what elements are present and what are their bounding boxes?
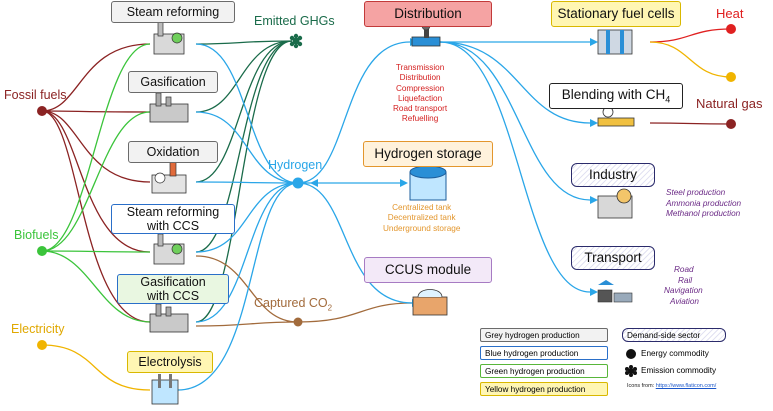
- electricity-links: [41, 344, 151, 391]
- hydrogen-production-links: [177, 43, 299, 391]
- steam-reforming-ccs-line2: with CCS: [146, 219, 200, 233]
- gasification-ccs-box: Gasification with CCS: [117, 274, 229, 304]
- transport-item: Aviation: [670, 296, 699, 306]
- legend-demand-side: Demand-side sector: [622, 328, 726, 342]
- steam-reforming-label: Steam reforming: [126, 4, 220, 19]
- biofuels-label: Biofuels: [14, 228, 59, 242]
- transport-item: Road: [674, 265, 694, 274]
- legend-emission-text: Emission commodity: [641, 366, 717, 375]
- heat-node: [726, 24, 736, 34]
- storage-item: Decentralized tank: [387, 213, 456, 223]
- captured-co2-label: Captured CO2: [254, 296, 333, 313]
- distribution-label: Distribution: [394, 6, 462, 22]
- gasification-ccs-line2: with CCS: [146, 289, 200, 303]
- oxidation-box: Oxidation: [128, 141, 218, 163]
- transport-items: Road Rail Navigation Aviation: [664, 265, 703, 308]
- ghg-emission-node: [289, 33, 303, 49]
- distribution-item: Liquefaction: [398, 93, 443, 103]
- steam-reforming-plant-icon: [153, 21, 185, 55]
- legend-energy-icon: [626, 349, 636, 359]
- stationary-fuel-cells-box: Stationary fuel cells: [551, 1, 681, 27]
- blending-box: Blending with CH4: [549, 83, 683, 109]
- heat-label: Heat: [716, 6, 744, 21]
- electricity-node: [37, 340, 47, 350]
- stationary-fuel-cells-label: Stationary fuel cells: [557, 6, 675, 22]
- captured-co2-node: [293, 317, 303, 327]
- storage-item: Centralized tank: [392, 203, 452, 212]
- oxidation-plant-icon: [151, 161, 187, 194]
- gasification-label: Gasification: [140, 74, 206, 89]
- natural-gas-label: Natural gas: [696, 96, 763, 111]
- ghg-links: [195, 40, 293, 323]
- natural-gas-node: [726, 119, 736, 129]
- fuel-cell-icon: [597, 29, 633, 55]
- hydrogen-node: [292, 177, 304, 189]
- transport-item: Rail: [678, 275, 693, 285]
- legend-grey: Grey hydrogen production: [480, 328, 608, 342]
- vehicles-icon: [597, 280, 633, 303]
- blending-label: Blending with CH4: [561, 86, 671, 105]
- electrolysis-label: Electrolysis: [138, 354, 202, 369]
- distribution-items: Transmission Distribution Compression Li…: [393, 63, 447, 125]
- legend-emission-icon: [625, 365, 637, 377]
- industry-box: Industry: [571, 163, 655, 187]
- electrolysis-box: Electrolysis: [127, 351, 213, 373]
- storage-items: Centralized tank Decentralized tank Unde…: [383, 203, 460, 234]
- electricity-label: Electricity: [11, 322, 65, 336]
- legend-blue: Blue hydrogen production: [480, 346, 608, 360]
- industry-item: Ammonia production: [666, 198, 742, 208]
- transport-item: Navigation: [664, 286, 703, 296]
- distribution-item: Distribution: [399, 73, 441, 83]
- biofuels-node: [37, 246, 47, 256]
- co2-links: [195, 255, 413, 327]
- legend-yellow: Yellow hydrogen production: [480, 382, 608, 396]
- electrolyzer-icon: [151, 374, 179, 405]
- biofuel-links: [41, 43, 151, 323]
- legend-green: Green hydrogen production: [480, 364, 608, 378]
- transport-box: Transport: [571, 246, 655, 270]
- fossil-fuels-label: Fossil fuels: [4, 88, 67, 102]
- steam-reforming-ccs-box: Steam reforming with CCS: [111, 204, 235, 234]
- ccus-icon: [412, 289, 448, 316]
- storage-item: Underground storage: [383, 223, 461, 233]
- gasification-box: Gasification: [128, 71, 218, 93]
- steam-reforming-box: Steam reforming: [111, 1, 235, 23]
- ccus-module-label: CCUS module: [384, 262, 472, 278]
- gasification-ccs-line1: Gasification: [140, 274, 206, 289]
- hydrogen-tank-icon: [409, 165, 447, 201]
- distribution-item: Refuelling: [401, 114, 439, 124]
- hydrogen-storage-box: Hydrogen storage: [363, 141, 493, 167]
- distribution-box: Distribution: [364, 1, 492, 27]
- ccus-module-box: CCUS module: [364, 257, 492, 283]
- distribution-item: Road transport: [393, 104, 448, 113]
- industry-items: Steel production Ammonia production Meth…: [666, 188, 741, 220]
- distribution-links: [439, 41, 591, 293]
- steam-reforming-ccs-line1: Steam reforming: [126, 204, 220, 219]
- industry-item: Methanol production: [666, 209, 741, 219]
- factory-icon: [597, 188, 633, 219]
- hydrogen-storage-label: Hydrogen storage: [374, 146, 482, 162]
- distribution-item: Compression: [395, 83, 445, 93]
- electricity-output-node: [726, 72, 736, 82]
- icons-credit: Icons from: https://www.flaticon.com/: [627, 383, 717, 389]
- industry-item: Steel production: [666, 188, 726, 197]
- fossil-links: [41, 43, 151, 323]
- steam-reforming-ccs-plant-icon: [153, 233, 185, 265]
- emitted-ghgs-label: Emitted GHGs: [254, 14, 335, 28]
- distribution-item: Transmission: [395, 63, 445, 72]
- blending-valve-icon: [597, 106, 635, 127]
- flaticon-link[interactable]: https://www.flaticon.com/: [655, 383, 717, 389]
- gasification-plant-icon: [149, 92, 189, 123]
- oxidation-label: Oxidation: [146, 144, 200, 159]
- legend-energy-text: Energy commodity: [641, 349, 709, 358]
- output-links: [649, 28, 732, 125]
- hydrogen-label: Hydrogen: [268, 158, 323, 172]
- gasification-ccs-plant-icon: [149, 303, 189, 333]
- fossil-fuels-node: [37, 106, 47, 116]
- industry-label: Industry: [588, 167, 638, 183]
- transport-label: Transport: [584, 250, 642, 266]
